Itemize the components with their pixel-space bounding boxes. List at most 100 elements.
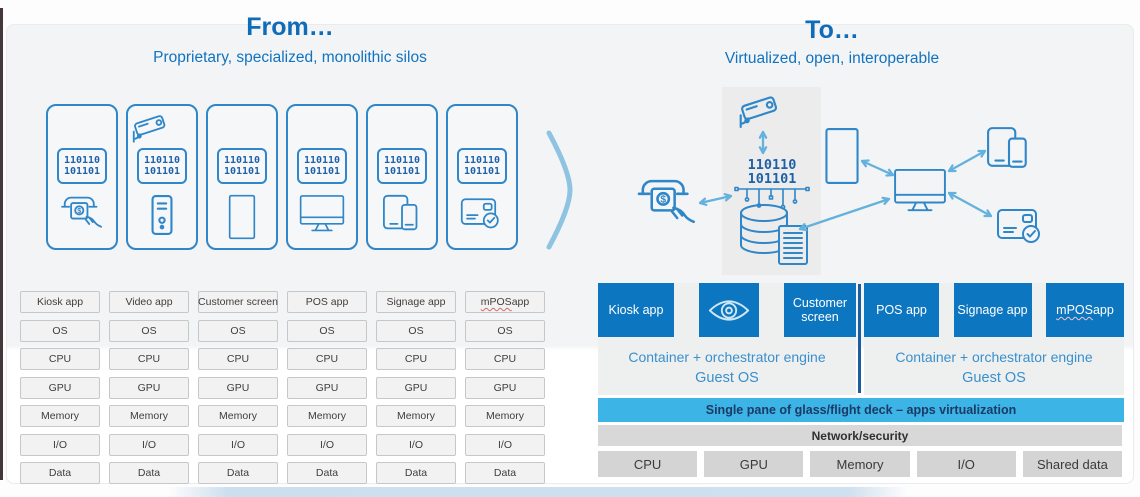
silo-layer-cell: CPU	[20, 348, 100, 370]
svg-text:$: $	[77, 206, 81, 215]
payment-card-icon	[460, 194, 504, 236]
silo-layer-cell: I/O	[20, 433, 100, 456]
app-boxes-row: POS app Signage app mPOS app	[864, 283, 1124, 337]
silo-layer-cell: GPU	[20, 376, 100, 399]
database-doc-icon	[736, 202, 816, 268]
window-edge-line	[0, 8, 3, 480]
cctv-camera-icon	[737, 92, 791, 128]
silo-app-cell: Video app	[109, 291, 189, 313]
guest-os-label: Guest OS	[962, 370, 1026, 386]
silo-layer-cell: Data	[465, 462, 545, 484]
silo-layer-cell: Data	[109, 462, 189, 484]
silo-layer-cell: I/O	[198, 433, 278, 456]
silo-layer-cell: OS	[376, 319, 456, 342]
guest-os-label: Guest OS	[695, 370, 759, 386]
silo-layer-cell: I/O	[287, 433, 367, 456]
silo-layer-cell: Memory	[376, 405, 456, 427]
silo-layer-cell: OS	[20, 319, 100, 342]
app-box: POS app	[864, 283, 939, 337]
silo-layer-cell: Memory	[198, 405, 278, 427]
binary-line: 101101	[747, 171, 797, 187]
silo-layer-cell: CPU	[376, 348, 456, 370]
updown-arrow-icon	[758, 130, 768, 155]
silo-layer-cell: Memory	[109, 405, 189, 427]
app-box-eye-icon	[699, 283, 759, 337]
network-security-bar: Network/security	[598, 425, 1122, 446]
cctv-camera-icon	[131, 111, 177, 143]
bidirectional-arrow	[947, 191, 993, 218]
silo-layer-cell: Data	[287, 462, 367, 484]
svg-text:$: $	[660, 195, 666, 206]
blank-screen-icon	[228, 194, 256, 245]
silo-app-cell: Signage app	[376, 291, 456, 313]
bidirectional-arrow	[947, 149, 987, 173]
silo-layer-cell: Memory	[20, 405, 100, 427]
silo-app-cell: Customer screen	[198, 291, 278, 313]
from-subtitle: Proprietary, specialized, monolithic sil…	[153, 49, 427, 66]
app-box: mPOS app	[1046, 283, 1124, 337]
virtualized-group-kiosk: Kiosk app Customer screen Container + or…	[598, 283, 856, 395]
silo-layer-cell: Data	[20, 462, 100, 484]
circuit-fringe-icon	[734, 186, 810, 210]
silo-layer-cell: GPU	[287, 376, 367, 399]
single-pane-bar: Single pane of glass/flight deck – apps …	[598, 398, 1124, 422]
silo-layer-cell: CPU	[465, 348, 545, 370]
app-box: Kiosk app	[598, 283, 674, 337]
silo-layer-cell: OS	[198, 319, 278, 342]
desktop-monitor-icon	[893, 168, 947, 214]
silo-layer-cell: Data	[376, 462, 456, 484]
resource-cell: CPU	[598, 451, 698, 477]
bottom-accent-strip	[168, 487, 908, 497]
desktop-monitor-icon	[299, 194, 345, 239]
silo-layer-cell: I/O	[376, 433, 456, 456]
silo-layer-cell: GPU	[465, 376, 545, 399]
silo-layer-cell: CPU	[109, 348, 189, 370]
silo-app-cell: mPOS app	[465, 291, 545, 313]
payment-card-icon	[996, 204, 1046, 246]
tablet-phone-icon	[986, 126, 1032, 170]
bidirectional-arrow	[860, 159, 895, 177]
silo-layer-cell: I/O	[109, 433, 189, 456]
resource-cell: I/O	[916, 451, 1016, 477]
app-box: Customer screen	[784, 283, 856, 337]
app-box: Signage app	[953, 283, 1032, 337]
silo-layer-cell: OS	[287, 319, 367, 342]
silo-layer-cell: GPU	[198, 376, 278, 399]
binary-line: 110110	[747, 157, 797, 173]
tower-pc-icon	[149, 194, 175, 241]
binary-stream-icon: 110110 101101	[729, 158, 815, 213]
group-divider	[858, 284, 861, 393]
silo-layer-cell: I/O	[465, 433, 545, 456]
resource-cell: Memory	[810, 451, 910, 477]
silo-app-cell: POS app	[287, 291, 367, 313]
to-subtitle: Virtualized, open, interoperable	[724, 50, 940, 67]
resource-cell: GPU	[704, 451, 804, 477]
resource-cell: Shared data	[1022, 451, 1123, 477]
silo-layer-cell: Memory	[287, 405, 367, 427]
silo-app-cell: Kiosk app	[20, 291, 100, 313]
bidirectional-arrow	[798, 196, 891, 232]
silo-layer-cell: OS	[465, 319, 545, 342]
silo-layer-cell: OS	[109, 319, 189, 342]
app-boxes-row: Kiosk app Customer screen	[598, 283, 856, 337]
bidirectional-arrow	[698, 193, 733, 206]
silo-layer-cell: Data	[198, 462, 278, 484]
atm-cash-icon: $	[636, 176, 698, 232]
tablet-phone-icon	[382, 194, 422, 237]
chevron-right-icon	[546, 130, 573, 250]
blank-screen-icon	[824, 127, 860, 185]
